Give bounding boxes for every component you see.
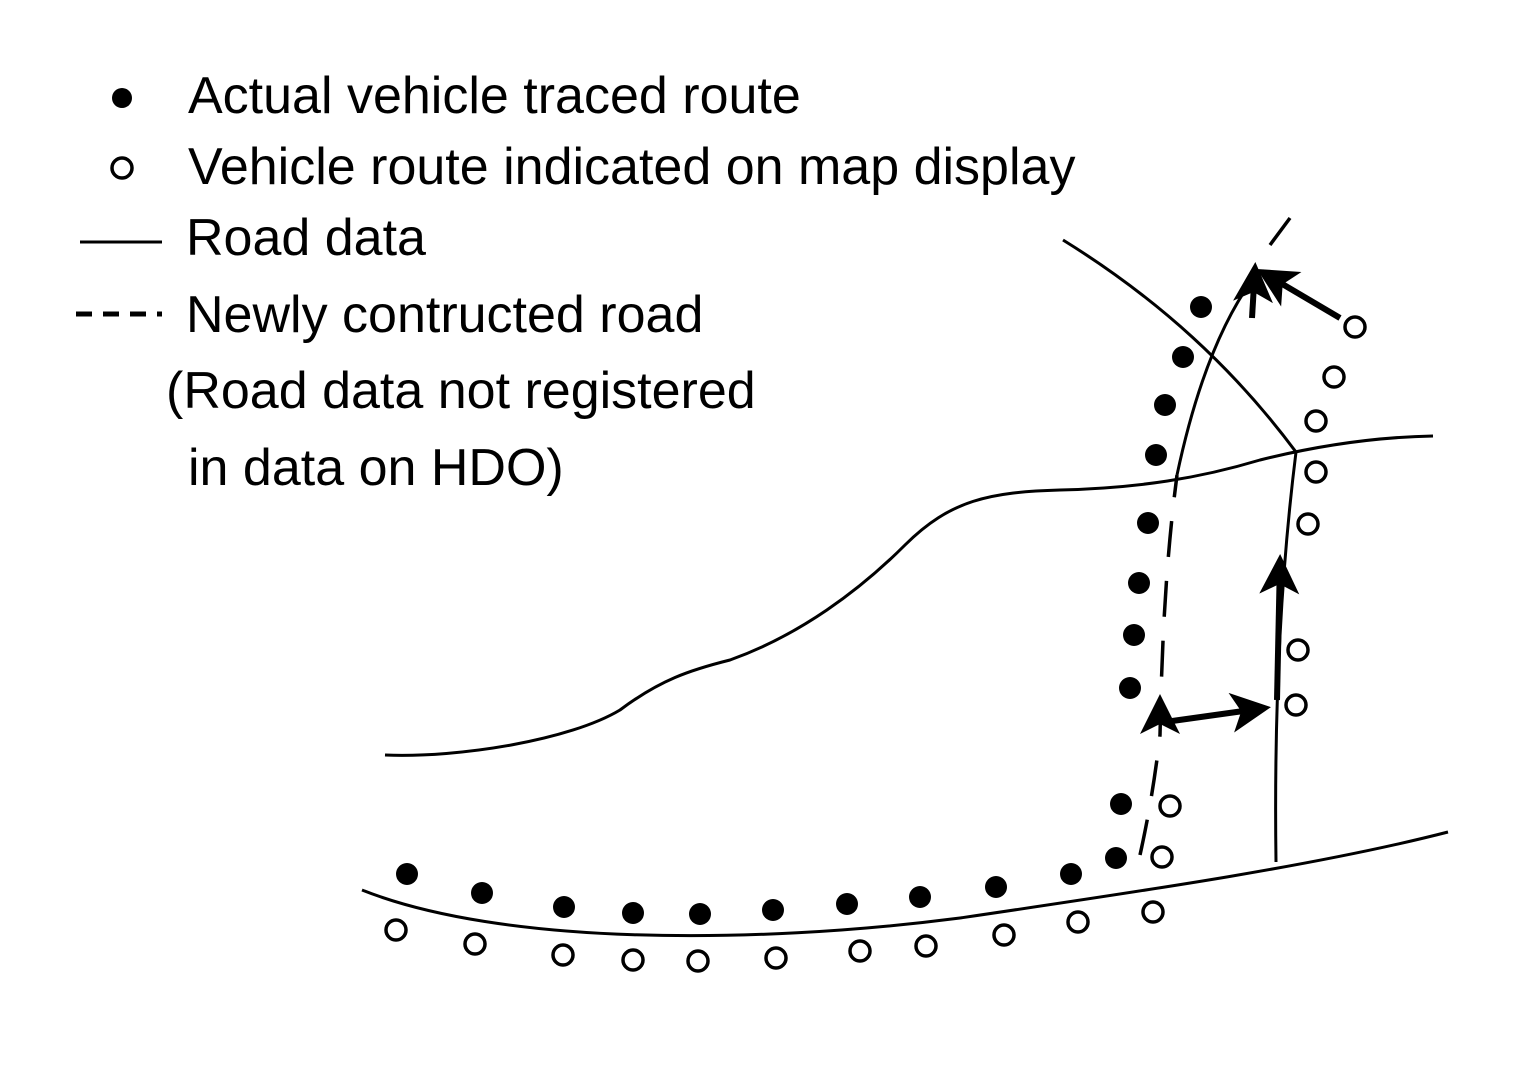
actual-route-dot	[553, 896, 575, 918]
display-route-dot	[1296, 512, 1320, 536]
display-route-dot	[621, 948, 645, 972]
display-route-dot	[1343, 315, 1367, 339]
actual-route-dot	[1145, 444, 1167, 466]
display-route-dot	[992, 923, 1016, 947]
display-route-dot	[1304, 409, 1328, 433]
road-lower-curve	[361, 830, 1449, 938]
legend-hollow-dot-icon	[110, 156, 134, 180]
actual-route-dot	[1137, 512, 1159, 534]
display-route-dots	[384, 315, 1367, 973]
arrow-up-branch	[1232, 262, 1273, 319]
new-road-segment-north	[1268, 216, 1292, 247]
display-route-dot	[1322, 365, 1346, 389]
actual-route-dot	[1105, 847, 1127, 869]
legend-symbols	[76, 88, 162, 317]
arrow-up-right-road	[1259, 554, 1300, 701]
road-middle-winding	[384, 434, 1434, 757]
legend-road-data-label: Road data	[186, 209, 426, 267]
road-upper-curve	[1062, 238, 1298, 453]
display-route-dot	[848, 939, 872, 963]
display-route-dot	[1141, 900, 1165, 924]
legend-new-road-label: Newly contructed road	[186, 286, 704, 344]
actual-route-dot	[836, 893, 858, 915]
legend-actual-route-label: Actual vehicle traced route	[188, 67, 801, 125]
actual-route-dot	[622, 902, 644, 924]
actual-route-dots	[396, 296, 1212, 925]
actual-route-dot	[1154, 394, 1176, 416]
display-route-dot	[1150, 845, 1174, 869]
arrow-shift-left	[1256, 268, 1342, 321]
actual-route-dot	[1060, 863, 1082, 885]
actual-route-dot	[1110, 793, 1132, 815]
display-route-dot	[686, 949, 710, 973]
legend-note-line-2: in data on HDO)	[188, 439, 564, 497]
arrow-shift-right	[1164, 692, 1271, 733]
display-route-dot	[384, 918, 408, 942]
new-road	[1138, 216, 1292, 856]
actual-route-dot	[1119, 677, 1141, 699]
actual-route-dot	[471, 882, 493, 904]
road-branch-north	[1175, 279, 1254, 476]
actual-route-dot	[1172, 346, 1194, 368]
direction-arrows	[1140, 262, 1342, 734]
display-route-dot	[1158, 794, 1182, 818]
actual-route-dot	[1123, 624, 1145, 646]
display-route-dot	[764, 946, 788, 970]
road-data	[361, 238, 1449, 938]
display-route-dot	[1066, 910, 1090, 934]
actual-route-dot	[762, 899, 784, 921]
actual-route-dot	[689, 903, 711, 925]
display-route-dot	[463, 932, 487, 956]
display-route-dot	[551, 943, 575, 967]
display-route-dot	[1304, 460, 1328, 484]
legend-display-route-label: Vehicle route indicated on map display	[188, 138, 1076, 196]
actual-route-dot	[396, 863, 418, 885]
display-route-dot	[1284, 693, 1308, 717]
legend-filled-dot-icon	[112, 88, 132, 108]
actual-route-dot	[1128, 572, 1150, 594]
legend-note-line-1: (Road data not registered	[166, 362, 756, 420]
actual-route-dot	[909, 886, 931, 908]
actual-route-dot	[985, 876, 1007, 898]
display-route-dot	[914, 934, 938, 958]
actual-route-dot	[1190, 296, 1212, 318]
display-route-dot	[1286, 638, 1310, 662]
